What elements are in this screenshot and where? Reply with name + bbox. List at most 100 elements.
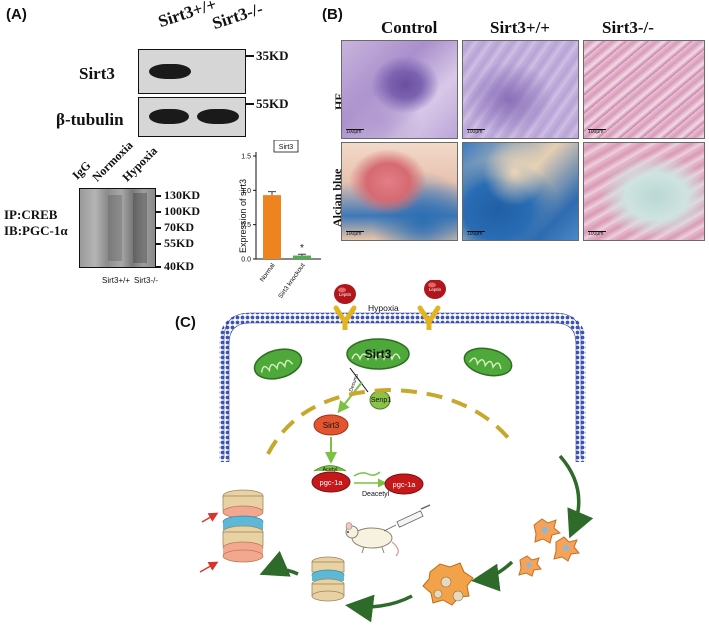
ladder-tick (156, 211, 161, 213)
chart-bar (263, 195, 281, 259)
ladder-tick (156, 243, 161, 245)
scale-bar (467, 230, 485, 232)
leptin-label: Leptin (429, 287, 442, 292)
chart-bar (293, 255, 311, 259)
chart-y-tick-label: 1.0 (241, 188, 251, 195)
nucleus-pulposus-cell-icon (553, 536, 580, 562)
degenerated-cell-icon (422, 562, 474, 606)
sirt3-mito-label: Sirt3 (365, 347, 392, 361)
scale-bar (346, 230, 364, 232)
chart-y-tick-label: 0.5 (241, 222, 251, 229)
scale-label: 100μm (588, 129, 604, 135)
ladder-tick (156, 195, 161, 197)
lane-label-ko: Sirt3-/- (209, 0, 266, 34)
histology-he-ko: 100μm (583, 40, 705, 139)
panel-a-letter: (A) (6, 6, 27, 23)
ip-lane-smear (108, 195, 122, 261)
ip-lane-smear (133, 193, 147, 263)
column-ko: Sirt3-/- (602, 18, 654, 37)
pgc1a-acetylated-icon (311, 471, 351, 493)
ladder-130: 130KD (164, 188, 200, 202)
histology-he-control: 100μm (341, 40, 458, 139)
desumo-label: Desumo (348, 373, 360, 393)
mitochondrion-icon (253, 348, 303, 380)
syringe-icon (383, 504, 431, 532)
mitochondrion-icon (463, 347, 513, 377)
degenerated-spine-icon (222, 489, 264, 563)
ladder-70: 70KD (164, 220, 194, 234)
ladder-tick (156, 227, 161, 229)
scale-label: 100μm (467, 129, 483, 135)
chart-legend-label: Sirt3 (279, 144, 294, 151)
ip-lane-igg: IgG (69, 158, 94, 183)
scale-label: 100μm (346, 129, 362, 135)
receptor-left (333, 305, 357, 330)
pathway-diagram: Leptin Leptin Hypoxia Sirt3 Desumo Senp1… (199, 280, 594, 623)
marker-tick (246, 55, 254, 57)
ip-blot (79, 188, 156, 268)
cell-membrane (219, 312, 586, 462)
ladder-100: 100KD (164, 204, 200, 218)
mouse-icon (345, 522, 399, 557)
histology-alcian-wt: 100μm (462, 142, 579, 241)
ladder-55: 55KD (164, 236, 194, 250)
acetyl-label: Acetyl (323, 467, 338, 473)
leptin-label: Leptin (339, 292, 352, 297)
sirt3-nuclear-icon (313, 414, 349, 436)
ladder-40: 40KD (164, 259, 194, 273)
histology-alcian-ko: 100μm (583, 142, 705, 241)
scale-bar (467, 128, 485, 130)
sirt3-blot (138, 49, 246, 94)
ip-label: IP:CREB (4, 207, 58, 222)
tubulin-band-ko (197, 109, 239, 124)
column-control: Control (381, 18, 438, 37)
tubulin-blot (138, 97, 246, 137)
nucleus-pulposus-cell-icon (533, 518, 562, 544)
column-wt: Sirt3+/+ (490, 18, 550, 37)
hypoxia-label: Hypoxia (368, 303, 399, 313)
mitochondrion-sirt3-icon (346, 338, 410, 370)
scale-bar (588, 128, 606, 130)
tubulin-blot-label: β-tubulin (56, 110, 124, 129)
flow-arrow (345, 594, 413, 623)
sirt3-marker-label: 35KD (256, 48, 289, 63)
scale-bar (346, 128, 364, 130)
chart-significance-label: * (300, 243, 304, 254)
ladder-tick (156, 266, 161, 268)
spine-segment-icon (311, 556, 345, 602)
acetyl-group-icon (313, 465, 347, 472)
pgc-right-label: pgc-1a (393, 480, 417, 489)
ip-bottom-ko: Sirt3-/- (134, 276, 158, 285)
panel-c-letter: (C) (175, 314, 196, 331)
red-arrow-icon (199, 561, 219, 573)
senp1-label: Senp1 (371, 397, 391, 404)
panel-b-letter: (B) (322, 6, 343, 23)
chart-y-tick-label: 1.5 (241, 154, 251, 161)
histology-he-wt: 100μm (462, 40, 579, 139)
tubulin-band-wt (149, 109, 189, 124)
scale-label: 100μm (346, 231, 362, 237)
deacetyl-label: Deacetyl (362, 491, 390, 498)
sirt3-blot-label: Sirt3 (79, 64, 115, 83)
scale-label: 100μm (467, 231, 483, 237)
pgc-left-label: pgc-1a (320, 478, 344, 487)
ib-label: IB:PGC-1α (4, 223, 68, 238)
leptin-icon (334, 284, 356, 304)
sirt3-band-wt (149, 64, 191, 79)
chart-y-tick-label: 0.0 (241, 257, 251, 264)
receptor-right (417, 305, 441, 330)
nucleus-envelope (266, 387, 512, 455)
pgc1a-deacetylated-icon (384, 473, 424, 495)
red-arrow-icon (201, 512, 219, 523)
acetyl-release-icon (353, 471, 381, 477)
nucleus-pulposus-cell-icon (518, 555, 542, 577)
marker-tick (246, 103, 254, 105)
sirt3-nucleus-label: Sirt3 (323, 421, 340, 430)
flow-arrow (558, 454, 594, 539)
histology-alcian-control: 100μm (341, 142, 458, 241)
ip-bottom-wt: Sirt3+/+ (102, 276, 131, 285)
flow-arrow (471, 560, 514, 592)
tubulin-marker-label: 55KD (256, 96, 289, 111)
leptin-icon (424, 280, 446, 299)
